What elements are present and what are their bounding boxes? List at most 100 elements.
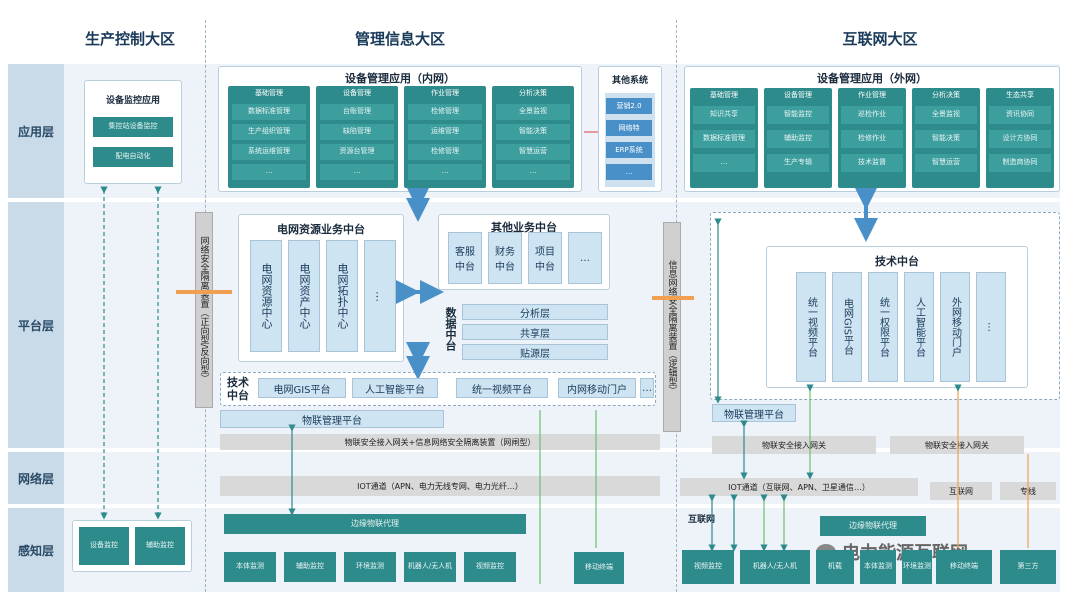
mgmt-app-item[interactable]: 检修管理 [408, 144, 482, 160]
tech-outer-item[interactable]: 统一视频平台 [796, 272, 826, 382]
other-business-item[interactable]: 项目中台 [528, 232, 562, 284]
other-system-item[interactable]: … [606, 164, 652, 180]
grid-resource-item[interactable]: 电网拓扑中心 [326, 240, 358, 352]
data-layer[interactable]: 分析层 [462, 304, 608, 320]
iot-channel-inner: IOT通道（APN、电力无线专网、电力光纤…） [220, 476, 660, 496]
internet-app-item[interactable]: 技术监督 [841, 154, 903, 172]
data-layer[interactable]: 共享层 [462, 324, 608, 340]
tech-outer-item[interactable]: 统一权限平台 [868, 272, 898, 382]
grid-resource-item-label: 电网资产中心 [298, 263, 311, 329]
internet-app-item[interactable]: 知识共享 [693, 106, 755, 124]
mgmt-app-item[interactable]: … [232, 164, 306, 180]
production-sensing-panel: 设备监控 辅助监控 [72, 520, 192, 572]
other-business-item[interactable]: 客服中台 [448, 232, 482, 284]
tech-outer-item-label: 外网移动门户 [949, 297, 961, 357]
mgmt-app-item[interactable]: 智慧运营 [496, 144, 570, 160]
grid-resource-item[interactable]: 电网资源中心 [250, 240, 282, 352]
tech-outer-item[interactable]: 外网移动门户 [940, 272, 970, 382]
tech-outer-item[interactable]: 人工智能平台 [904, 272, 934, 382]
production-app-panel: 设备监控应用 集控站设备监控 配电自动化 [84, 80, 182, 184]
tech-inner-item[interactable]: 统一视频平台 [456, 378, 548, 398]
sensing-outer-item[interactable]: 第三方 [1000, 550, 1056, 584]
sensing-outer-item[interactable]: 视频监控 [682, 550, 734, 584]
internet-app-item[interactable]: 巡检作业 [841, 106, 903, 124]
mgmt-app-group-title: 设备管理 [343, 89, 371, 97]
mgmt-app-title: 设备管理应用（内网） [345, 72, 455, 85]
sensing-inner-item[interactable]: 本体监测 [224, 552, 276, 582]
grid-resource-item[interactable]: 电网资产中心 [288, 240, 320, 352]
gateway-outer-1: 物联安全接入网关 [712, 436, 876, 454]
other-business-item[interactable]: … [568, 232, 602, 284]
mgmt-app-item[interactable]: … [408, 164, 482, 180]
mgmt-app-item[interactable]: 运维管理 [408, 124, 482, 140]
tech-inner-item[interactable]: 人工智能平台 [352, 378, 438, 398]
internet-app-item[interactable]: 辅助监控 [767, 130, 829, 148]
mgmt-app-item[interactable]: … [496, 164, 570, 180]
tech-outer-item[interactable]: … [976, 272, 1006, 382]
mgmt-app-item[interactable]: 资源台管理 [320, 144, 394, 160]
zone-title-production: 生产控制大区 [84, 30, 175, 48]
other-business-item[interactable]: 财务中台 [488, 232, 522, 284]
iot-platform-outer: 物联管理平台 [712, 404, 796, 422]
production-app-item: 集控站设备监控 [93, 117, 173, 137]
mgmt-app-group-title: 基础管理 [255, 89, 283, 97]
edge-proxy-inner: 边缘物联代理 [224, 514, 526, 534]
internet-app-item[interactable]: 智能决策 [915, 130, 977, 148]
production-app-title: 设备监控应用 [105, 96, 160, 106]
mgmt-app-item[interactable]: 检修管理 [408, 104, 482, 120]
grid-resource-item-label: 电网资源中心 [260, 263, 273, 329]
tech-inner-item[interactable]: … [640, 378, 654, 398]
gateway-inner: 物联安全接入网关+信息网络安全隔离装置（网闸型） [220, 434, 660, 450]
other-system-item[interactable]: ERP系统 [606, 142, 652, 158]
internet-app-item[interactable]: 数据标准管理 [693, 130, 755, 148]
internet-app-item[interactable]: 资讯协同 [989, 106, 1051, 124]
mgmt-app-item[interactable]: 台账管理 [320, 104, 394, 120]
mgmt-app-item[interactable]: 生产组织管理 [232, 124, 306, 140]
grid-resource-item[interactable]: … [364, 240, 396, 352]
zone-title-management: 管理信息大区 [354, 30, 445, 48]
internet-app-item[interactable]: … [693, 154, 755, 172]
mgmt-app-item[interactable]: 数据标准管理 [232, 104, 306, 120]
internet-app-item[interactable]: 智慧运营 [915, 154, 977, 172]
tech-inner-item[interactable]: 内网移动门户 [558, 378, 636, 398]
sensing-inner-item[interactable]: 辅助监控 [284, 552, 336, 582]
data-layer[interactable]: 贴源层 [462, 344, 608, 360]
sensing-inner-item[interactable]: 环境监测 [344, 552, 396, 582]
mgmt-app-item[interactable]: 系统运维管理 [232, 144, 306, 160]
internet-app-item[interactable]: 制造商协同 [989, 154, 1051, 172]
tech-inner-item[interactable]: 电网GIS平台 [258, 378, 346, 398]
sensing-inner-item[interactable]: 视频监控 [464, 552, 516, 582]
mgmt-app-group-title: 分析决策 [519, 89, 547, 97]
internet-app-group-title: 生态共享 [1006, 91, 1034, 99]
tech-platform-outer-title: 技术中台 [875, 255, 919, 268]
sensing-outer-item[interactable]: 机器人/无人机 [740, 550, 810, 584]
tech-outer-item[interactable]: 电网GIS平台 [832, 272, 862, 382]
internet-app-item[interactable]: 智能监控 [767, 106, 829, 124]
sensing-outer-item[interactable]: 移动终端 [936, 550, 992, 584]
mobile-terminal: 移动终端 [574, 552, 624, 584]
internet-app-item[interactable]: 检修作业 [841, 130, 903, 148]
other-business-title: 其他业务中台 [491, 221, 557, 234]
tech-outer-item-label: … [985, 322, 997, 332]
sensing-inner-item[interactable]: 机器人/无人机 [404, 552, 456, 582]
sensing-outer-item[interactable]: 本体监测 [860, 550, 896, 584]
mgmt-app-item[interactable]: 缺陷管理 [320, 124, 394, 140]
mgmt-app-item[interactable]: … [320, 164, 394, 180]
tech-outer-item-label: 统一视频平台 [805, 297, 817, 357]
internet-app-item[interactable]: 设计方协同 [989, 130, 1051, 148]
edge-proxy-outer: 边缘物联代理 [820, 516, 926, 536]
internet-app-item[interactable]: 生产专辑 [767, 154, 829, 172]
sensing-outer-item[interactable]: 环境监测 [902, 550, 932, 584]
tech-outer-item-label: 统一权限平台 [877, 297, 889, 357]
sensing-outer-item[interactable]: 机载 [816, 550, 854, 584]
internet-app-item[interactable]: 全景监视 [915, 106, 977, 124]
tech-outer-item-label: 电网GIS平台 [841, 298, 853, 356]
grid-resource-title: 电网资源业务中台 [277, 223, 365, 236]
other-system-item[interactable]: 网络特 [606, 120, 652, 136]
mgmt-app-item[interactable]: 全景监视 [496, 104, 570, 120]
layer-label-sensing: 感知层 [8, 508, 64, 592]
isolation-device-left-label: 网络安全隔离装置（正向型/反向型） [198, 236, 209, 384]
mgmt-app-item[interactable]: 智能决策 [496, 124, 570, 140]
other-system-item[interactable]: 营销2.0 [606, 98, 652, 114]
